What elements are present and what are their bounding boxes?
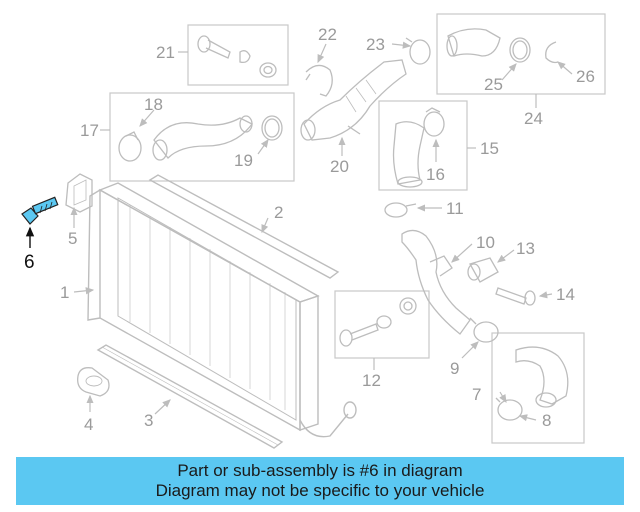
callout-10: 10 xyxy=(476,233,495,252)
parts-group-24 xyxy=(446,28,559,64)
callout-9: 9 xyxy=(450,359,459,378)
callout-25: 25 xyxy=(484,75,503,94)
parts-group-21 xyxy=(197,35,277,78)
callout-7: 7 xyxy=(472,385,481,404)
group-box-12 xyxy=(334,290,430,359)
group-box-17 xyxy=(109,92,295,182)
bolt-part-14 xyxy=(495,287,536,306)
callout-2: 2 xyxy=(274,203,283,222)
callout-18: 18 xyxy=(144,95,163,114)
pipe-part-10 xyxy=(401,229,471,335)
mount-part-4 xyxy=(77,367,110,397)
callout-3: 3 xyxy=(144,411,153,430)
clamp-part-11 xyxy=(384,202,417,218)
callout-8: 8 xyxy=(542,411,551,430)
callout-1: 1 xyxy=(60,283,69,302)
hose-part-20 xyxy=(300,59,407,141)
callout-5: 5 xyxy=(68,229,77,248)
callout-numbers: 1 2 3 4 5 6 7 8 9 10 11 12 13 14 15 16 1… xyxy=(24,25,595,434)
bracket-part-5 xyxy=(65,173,93,213)
callout-6: 6 xyxy=(24,252,35,273)
callout-17: 17 xyxy=(80,121,99,140)
leader-lines xyxy=(70,41,573,422)
info-banner: Part or sub-assembly is #6 in diagram Di… xyxy=(16,457,624,505)
callout-22: 22 xyxy=(318,25,337,44)
bolt-part-6-highlighted xyxy=(21,196,59,225)
group-box-7 xyxy=(491,332,585,444)
clamp-part-9 xyxy=(469,317,499,343)
callout-21: 21 xyxy=(156,43,175,62)
banner-line-2: Diagram may not be specific to your vehi… xyxy=(155,481,485,500)
parts-group-7 xyxy=(495,346,569,421)
group-box-24 xyxy=(436,13,606,95)
callout-16: 16 xyxy=(426,165,445,184)
intercooler-illustration xyxy=(87,174,357,449)
parts-group-15 xyxy=(392,107,445,188)
group-box-21 xyxy=(187,24,289,86)
callout-20: 20 xyxy=(330,157,349,176)
callout-13: 13 xyxy=(516,239,535,258)
sensor-part-13 xyxy=(467,257,499,283)
clip-part-22 xyxy=(305,64,333,97)
callout-19: 19 xyxy=(234,151,253,170)
callout-26: 26 xyxy=(576,67,595,86)
callout-14: 14 xyxy=(556,285,575,304)
callout-12: 12 xyxy=(362,371,381,390)
callout-15: 15 xyxy=(480,139,499,158)
callout-11: 11 xyxy=(446,199,464,218)
callout-4: 4 xyxy=(84,415,93,434)
callout-23: 23 xyxy=(366,35,385,54)
banner-line-1: Part or sub-assembly is #6 in diagram xyxy=(177,461,463,480)
clamp-part-23 xyxy=(405,37,431,65)
parts-group-17 xyxy=(118,115,283,162)
parts-group-12 xyxy=(339,297,417,347)
callout-24: 24 xyxy=(524,109,543,128)
group-box-15 xyxy=(378,100,468,191)
